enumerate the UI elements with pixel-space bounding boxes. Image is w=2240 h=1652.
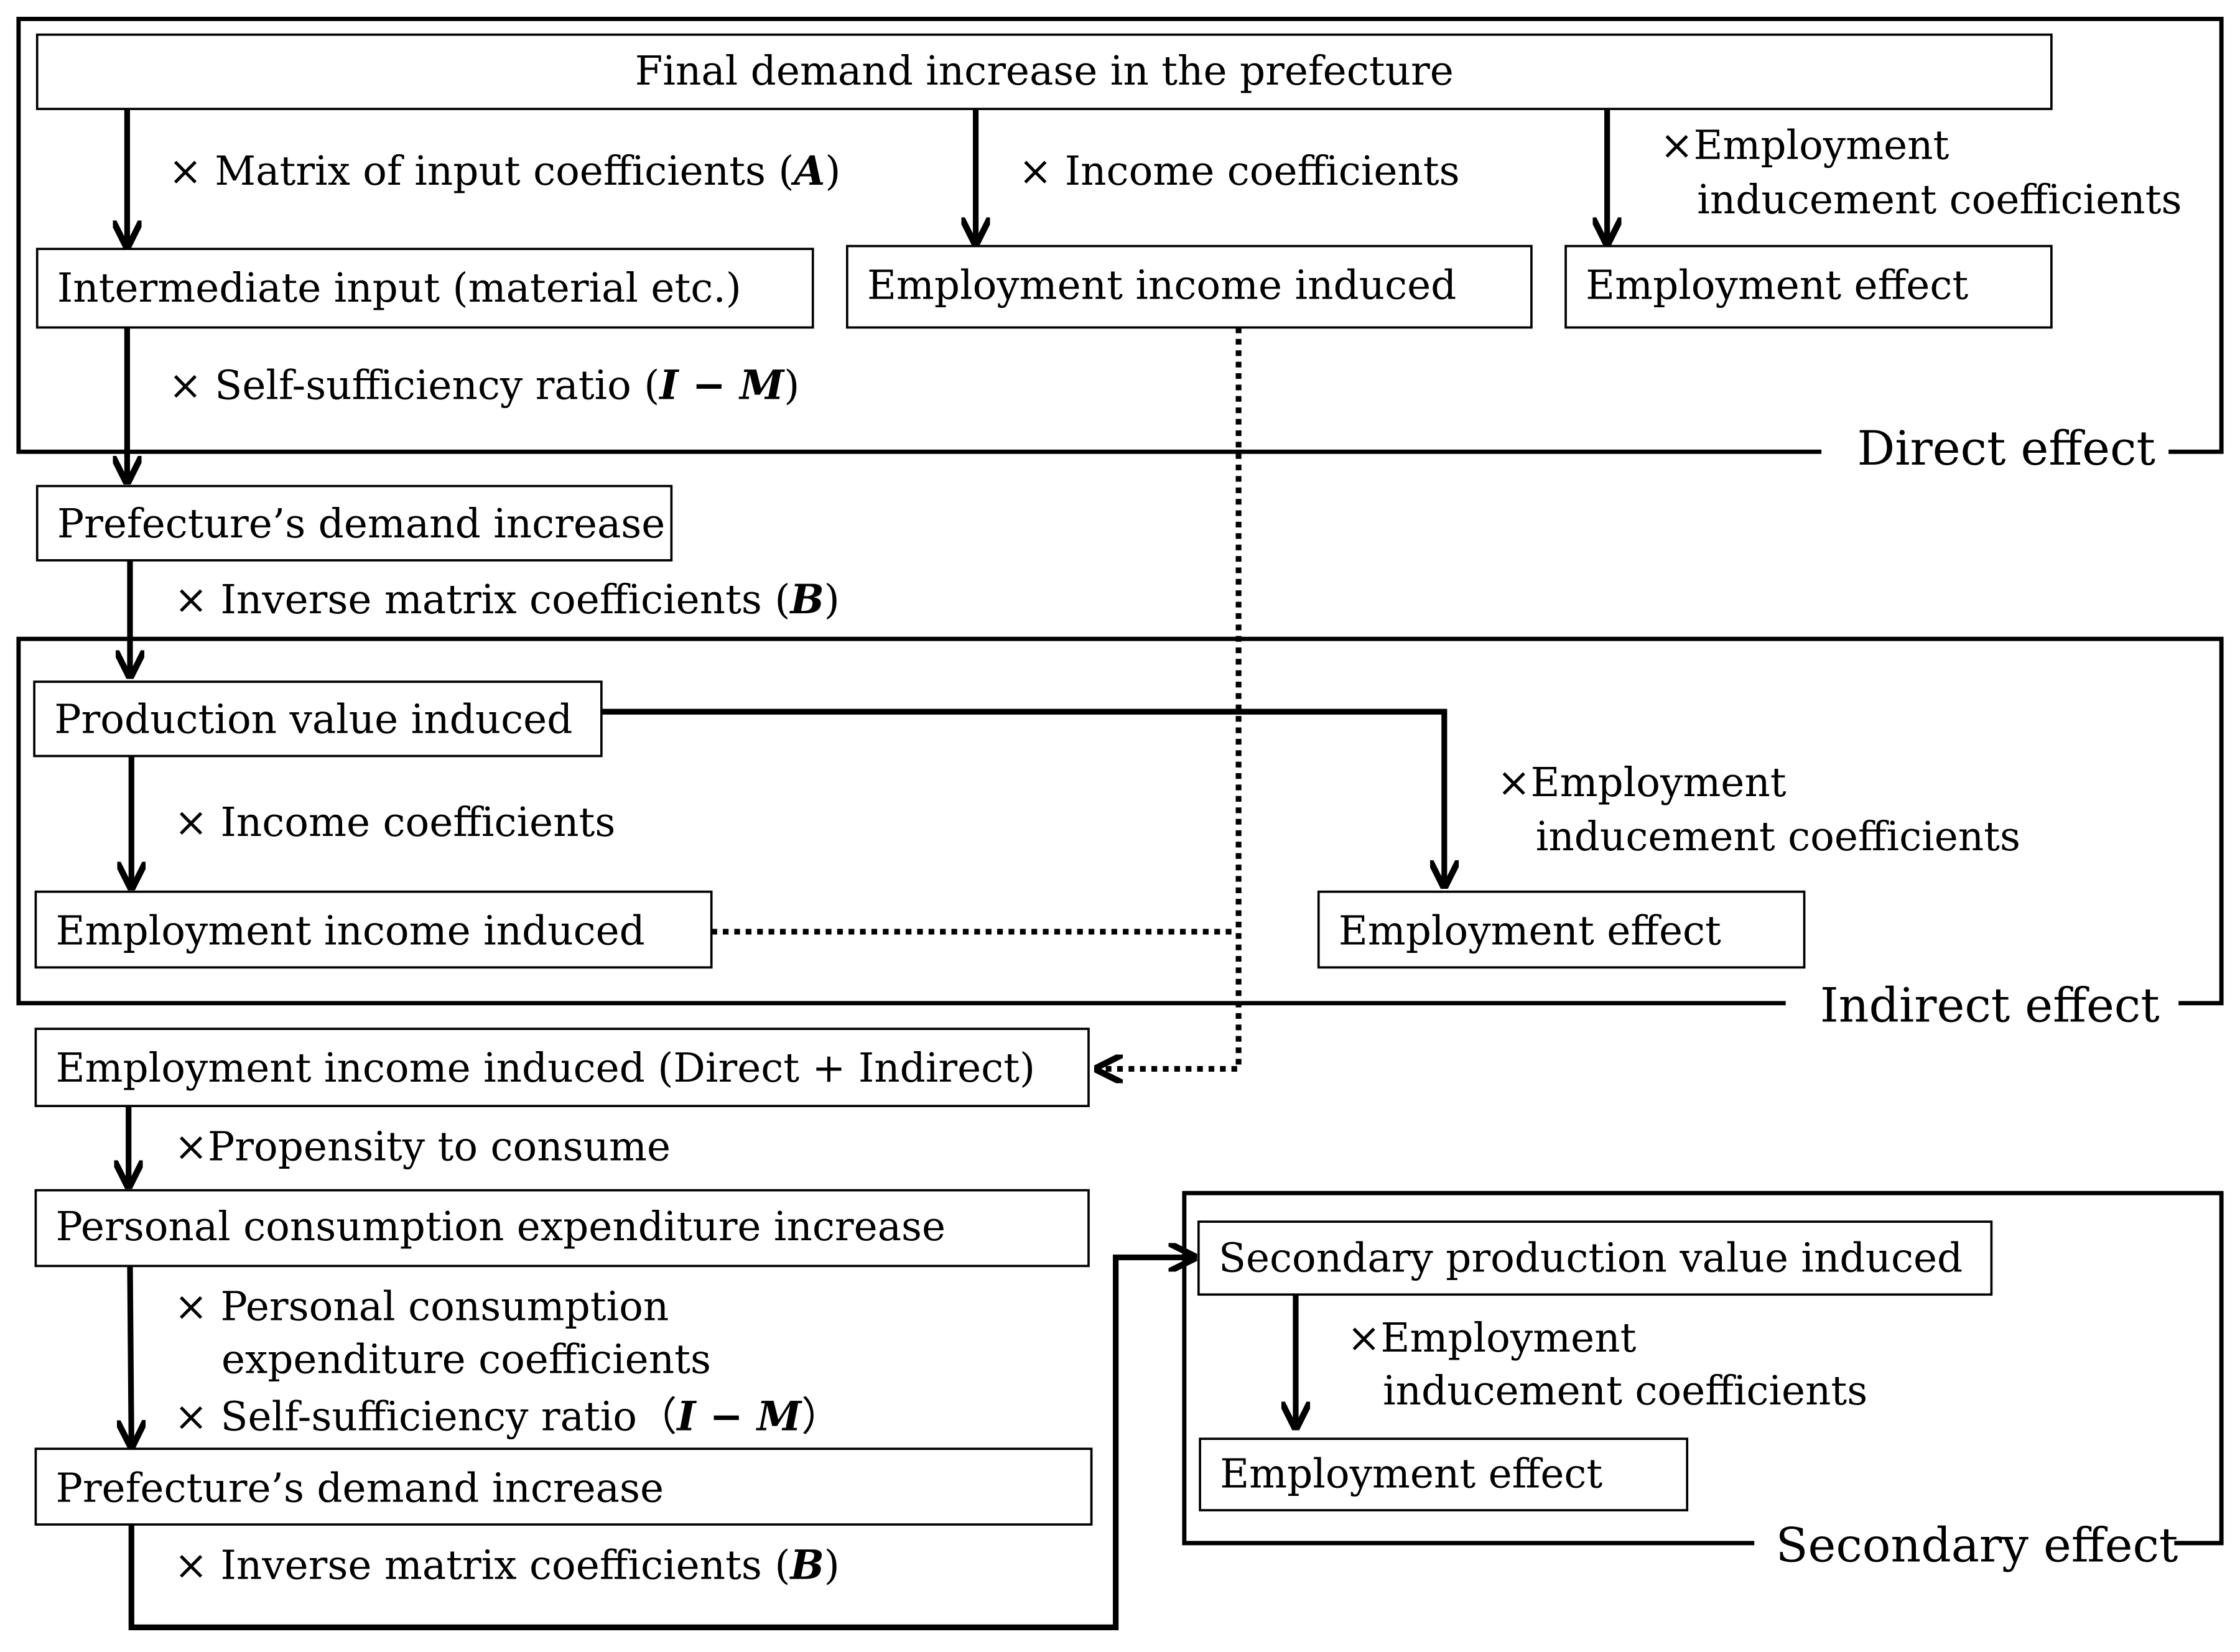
box-personal-consumption: Personal consumption expenditure increas…: [34, 1189, 1090, 1268]
svg-text:Intermediate input (material e: Intermediate input (material etc.): [57, 265, 741, 312]
connectors: [127, 109, 1607, 1630]
box-secondary-production: Secondary production value induced: [1197, 1220, 1993, 1296]
secondary-effect-frame: [1182, 1190, 2224, 1546]
label-inverse-matrix-1: × Inverse matrix coefficients (B): [174, 577, 840, 623]
label-pce-coefficients-a: × Personal consumption: [174, 1284, 669, 1330]
dotted-income-to-total: [1100, 327, 1242, 1069]
label-self-sufficiency-1: × Self-sufficiency ratio (I − M): [169, 362, 799, 409]
box-production-value: Production value induced: [33, 680, 603, 758]
label-income-coefficients-1: × Income coefficients: [1018, 148, 1459, 195]
arrow-consumption-to-demand: [130, 1266, 131, 1443]
label-employment-inducement-3b: inducement coefficients: [1383, 1368, 1867, 1414]
direct-effect-label: Direct effect: [1857, 421, 2155, 476]
svg-text:Employment effect: Employment effect: [1339, 908, 1721, 955]
svg-text:Final demand increase in the p: Final demand increase in the prefecture: [635, 48, 1454, 95]
label-employment-inducement-1b: inducement coefficients: [1697, 177, 2182, 223]
box-employment-income-total: Employment income induced (Direct + Indi…: [34, 1028, 1090, 1107]
direct-effect-frame: [16, 17, 2224, 454]
svg-text:Employment effect: Employment effect: [1220, 1450, 1602, 1497]
label-employment-inducement-2b: inducement coefficients: [1536, 814, 2020, 860]
secondary-effect-label: Secondary effect: [1776, 1518, 2178, 1573]
box-intermediate-input: Intermediate input (material etc.): [35, 248, 814, 329]
label-employment-inducement-2a: ×Employment: [1497, 759, 1787, 806]
box-employment-effect-direct: Employment effect: [1564, 244, 2053, 329]
svg-text:Employment effect: Employment effect: [1586, 262, 1968, 309]
indirect-effect-label: Indirect effect: [1820, 978, 2160, 1033]
box-employment-income-indirect: Employment income induced: [34, 890, 713, 969]
svg-text:Employment income induced: Employment income induced: [56, 908, 645, 955]
label-employment-inducement-3a: ×Employment: [1347, 1315, 1637, 1362]
label-employment-inducement-1a: ×Employment: [1660, 123, 1950, 169]
label-inverse-matrix-2: × Inverse matrix coefficients (B): [174, 1542, 840, 1589]
box-employment-effect-secondary: Employment effect: [1199, 1437, 1689, 1511]
box-final-demand: Final demand increase in the prefecture: [35, 33, 2053, 110]
svg-text:Prefecture’s demand increase: Prefecture’s demand increase: [56, 1465, 664, 1511]
svg-text:Production value induced: Production value induced: [54, 697, 572, 743]
box-employment-income-direct: Employment income induced: [846, 244, 1533, 329]
indirect-effect-frame: [16, 636, 2224, 1006]
svg-text:Employment income induced: Employment income induced: [867, 262, 1456, 309]
svg-text:Employment income induced (Dir: Employment income induced (Direct + Indi…: [56, 1045, 1036, 1092]
arrow-demand-to-secondary: [128, 1258, 1191, 1630]
box-prefecture-demand-2: Prefecture’s demand increase: [34, 1447, 1093, 1526]
label-income-coefficients-2: × Income coefficients: [174, 799, 615, 846]
svg-text:Prefecture’s demand increase: Prefecture’s demand increase: [57, 501, 665, 547]
box-employment-effect-indirect: Employment effect: [1317, 890, 1806, 969]
svg-text:Personal consumption expendit: Personal consumption expenditure increas…: [56, 1204, 946, 1250]
label-self-sufficiency-2: × Self-sufficiency ratio（I − M）: [174, 1393, 841, 1440]
box-prefecture-demand-1: Prefecture’s demand increase: [35, 485, 673, 562]
label-matrix-input: × Matrix of input coefficients (A): [169, 148, 840, 195]
arrow-production-to-employment: [601, 708, 1444, 883]
label-pce-coefficients-b: expenditure coefficients: [221, 1337, 711, 1383]
label-propensity: ×Propensity to consume: [174, 1123, 671, 1170]
svg-text:Secondary production value ind: Secondary production value induced: [1219, 1235, 1963, 1282]
